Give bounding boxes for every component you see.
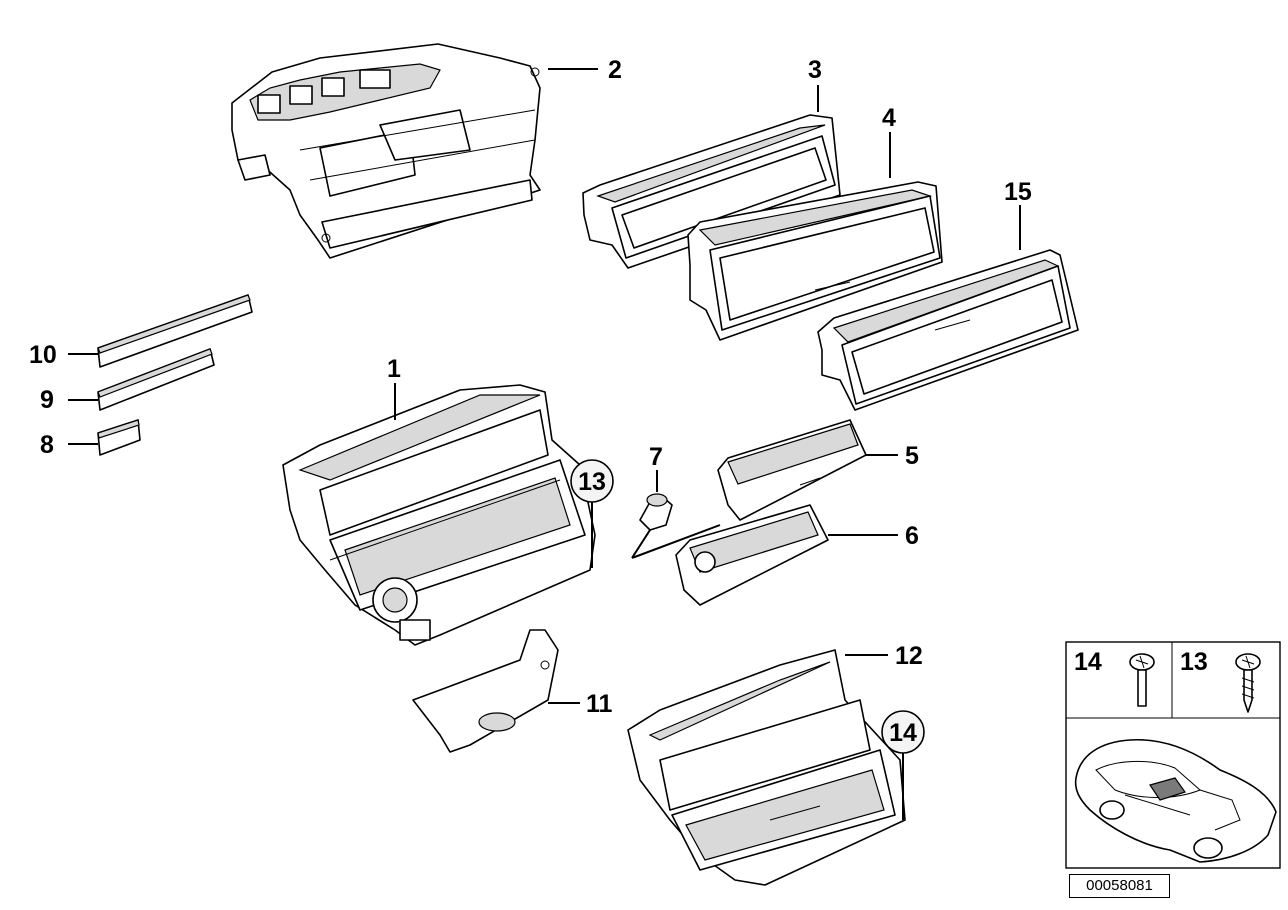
label-7: 7	[649, 443, 663, 471]
part-9-strip[interactable]	[97, 348, 215, 411]
label-4: 4	[882, 104, 896, 132]
legend-label-14: 14	[1074, 648, 1102, 676]
part-3-tray[interactable]	[582, 114, 841, 269]
part-1-console[interactable]	[282, 384, 596, 646]
label-10: 10	[29, 341, 57, 369]
screw-13-icon	[1235, 653, 1261, 713]
label-12: 12	[895, 642, 923, 670]
legend-box: 14 13	[1065, 641, 1281, 869]
part-10-strip[interactable]	[97, 294, 253, 368]
part-8-strip[interactable]	[97, 419, 141, 456]
label-3: 3	[808, 56, 822, 84]
label-14-circle: 14	[889, 719, 917, 747]
part-5-tray[interactable]	[717, 419, 867, 521]
part-12-console[interactable]	[627, 649, 906, 886]
callout-lines	[68, 68, 1021, 704]
label-1: 1	[387, 355, 401, 383]
label-11: 11	[586, 690, 613, 718]
label-2: 2	[608, 56, 622, 84]
label-13-circle: 13	[578, 468, 606, 496]
car-thumbnail-icon	[1074, 738, 1277, 863]
label-5: 5	[905, 442, 919, 470]
part-11-bracket[interactable]	[412, 629, 559, 753]
screw-14-icon	[1129, 653, 1155, 707]
part-4-tray[interactable]	[687, 181, 943, 341]
legend-label-13: 13	[1180, 648, 1208, 676]
label-9: 9	[40, 386, 54, 414]
part-7-lighter[interactable]	[631, 470, 721, 559]
label-15: 15	[1004, 178, 1032, 206]
document-number: 00058081	[1069, 874, 1170, 898]
part-2-bracket[interactable]	[231, 43, 541, 259]
part-15-tray[interactable]	[817, 249, 1079, 411]
callout-14-circle: 14	[881, 710, 925, 820]
part-6-insert[interactable]	[675, 504, 829, 606]
label-6: 6	[905, 522, 919, 550]
label-8: 8	[40, 431, 54, 459]
callout-13-circle: 13	[570, 459, 614, 568]
